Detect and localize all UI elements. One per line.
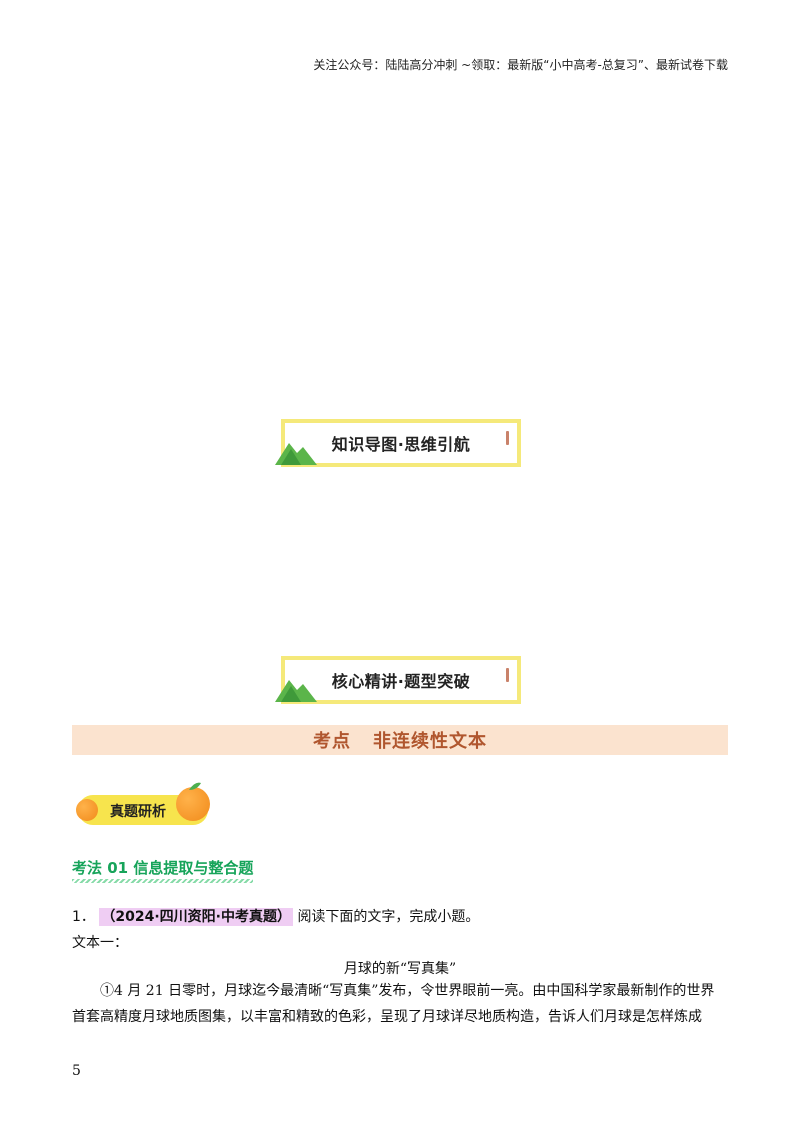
header-note: 关注公众号：陆陆高分冲刺 ~领取：最新版“小中高考-总复习”、最新试卷下载 [313,58,728,72]
mountain-icon [275,680,317,702]
question-instruction: 阅读下面的文字，完成小题。 [297,909,480,925]
topic-band: 考点 非连续性文本 [72,725,728,755]
section-banner-core: 核心精讲·题型突破 [275,656,521,704]
question-source: （2024·四川资阳·中考真题） [99,908,293,926]
page-number: 5 [72,1063,81,1079]
mountain-icon [275,443,317,465]
method-title: 考法 01 信息提取与整合题 [72,859,254,877]
orange-icon [176,787,210,821]
section-title: 知识导图·思维引航 [331,435,471,454]
text-label: 文本一： [72,935,128,951]
section-title: 核心精讲·题型突破 [331,672,471,691]
topic-label: 考点 [313,731,351,752]
banner-tick [506,431,509,445]
method-heading: 考法 01 信息提取与整合题 [72,857,254,883]
question-number: 1． [72,909,95,925]
section-banner-mindmap: 知识导图·思维引航 [275,419,521,467]
real-exam-badge: 真题研析 [76,782,210,825]
leaf-icon [189,782,201,790]
passage-paragraph: ①4 月 21 日零时，月球迄今最清晰“写真集”发布，令世界眼前一亮。由中国科学… [72,983,715,1025]
orange-icon [76,799,98,821]
wavy-underline [72,879,254,883]
topic-name: 非连续性文本 [373,731,487,752]
passage-title: 月球的新“写真集” [343,961,457,977]
badge-label: 真题研析 [110,804,166,820]
question-line: 1． （2024·四川资阳·中考真题） 阅读下面的文字，完成小题。 [72,906,479,926]
banner-tick [506,668,509,682]
